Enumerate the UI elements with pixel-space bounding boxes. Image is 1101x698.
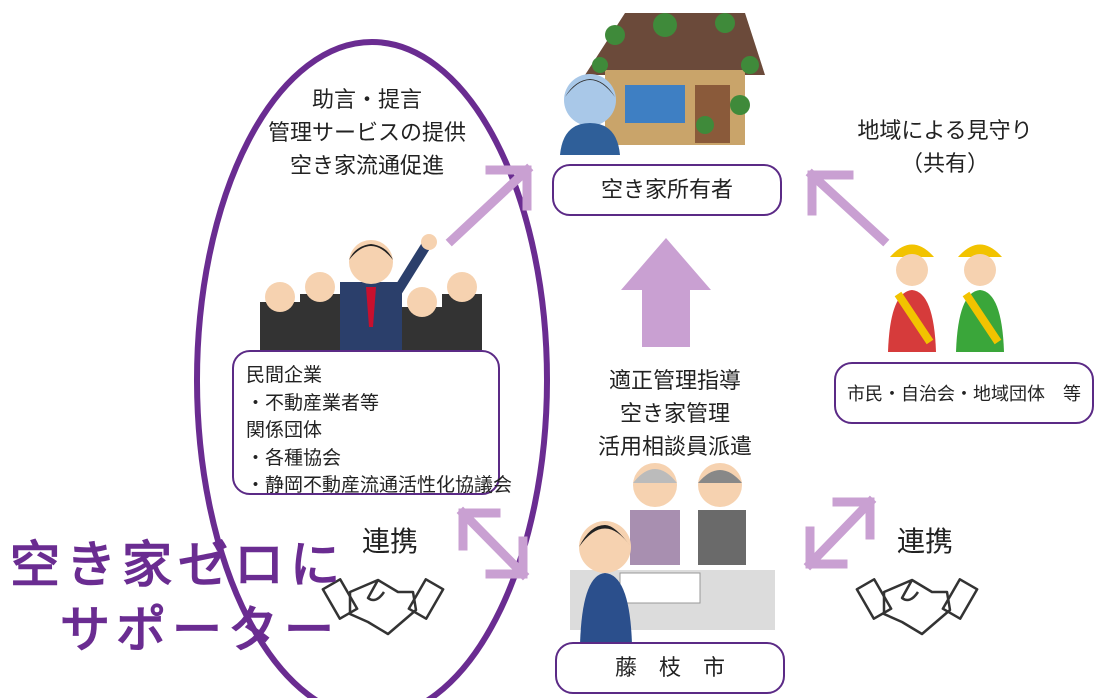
private-line: ・静岡不動産流通活性化協議会 [246, 474, 513, 497]
diag-arrow-right [805, 168, 890, 247]
guidance-line: 空き家管理 [619, 402, 730, 427]
handshake-icon [321, 578, 445, 636]
guidance-line: 活用相談員派遣 [597, 435, 752, 460]
city-office-consultation-illustration [570, 463, 775, 645]
advice-line: 管理サービスの提供 [267, 121, 466, 146]
kids-patrol-illustration [888, 244, 1004, 352]
citizens-box: 市民・自治会・地域団体 等 [834, 362, 1094, 424]
private-line: ・不動産業者等 [246, 391, 380, 414]
advice-line: 空き家流通促進 [289, 154, 444, 179]
slogan-line-2: サポーター [60, 601, 340, 659]
private-line: 関係団体 [246, 419, 323, 442]
citizens-label: 市民・自治会・地域団体 等 [847, 384, 1081, 405]
private-line: 民間企業 [246, 364, 323, 386]
guidance-line: 適正管理指導 [608, 369, 741, 394]
abandoned-house-illustration [560, 13, 765, 155]
guidance-text: 適正管理指導 空き家管理 活用相談員派遣 [580, 365, 770, 464]
watch-line: （共有） [900, 152, 989, 177]
city-box: 藤 枝 市 [555, 642, 785, 694]
renkei-right-label: 連携 [897, 525, 954, 558]
watch-text: 地域による見守り （共有） [845, 115, 1045, 181]
owner-box: 空き家所有者 [552, 164, 782, 216]
up-arrow [621, 238, 711, 347]
diag-arrow-left [445, 163, 534, 247]
private-sector-box: 民間企業 ・不動産業者等 関係団体 ・各種協会 ・静岡不動産流通活性化協議会 [232, 350, 512, 496]
handshake-icon [855, 578, 979, 636]
advice-line: 助言・提言 [311, 88, 422, 113]
city-label: 藤 枝 市 [614, 655, 725, 681]
renkei-left-label: 連携 [362, 525, 419, 558]
slogan-line-1: 空き家ゼロに [10, 536, 346, 594]
owner-label: 空き家所有者 [600, 177, 733, 203]
double-arrow-right [803, 495, 877, 571]
private-line: ・各種協会 [246, 446, 342, 469]
double-arrow-left [456, 506, 530, 581]
watch-line: 地域による見守り [857, 119, 1033, 144]
advice-text: 助言・提言 管理サービスの提供 空き家流通促進 [262, 84, 472, 183]
business-people-illustration [260, 234, 482, 352]
